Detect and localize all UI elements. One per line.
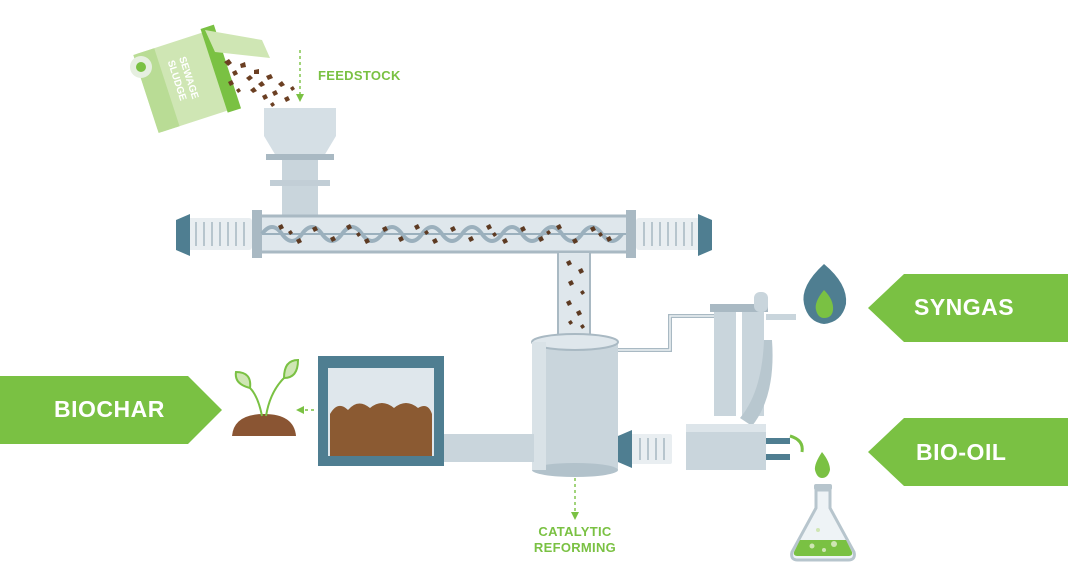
reactor-vessel: [531, 333, 619, 477]
char-transfer-pipe: [440, 434, 534, 462]
plant-sprout-icon: [232, 358, 300, 436]
syngas-label: SYNGAS: [914, 294, 1015, 320]
condenser-column: [686, 292, 804, 470]
screw-conveyor: [252, 210, 636, 258]
feedstock-arrow: [296, 50, 304, 102]
flask-icon: [790, 484, 856, 562]
catalytic-reforming-label: CATALYTIC REFORMING: [518, 524, 632, 556]
feed-hopper: [264, 108, 336, 218]
syngas-banner: [868, 274, 1068, 342]
biochar-label: BIOCHAR: [54, 396, 165, 422]
biochar-box: [318, 356, 444, 466]
drop-tube: [557, 251, 591, 339]
catalytic-label-line2: REFORMING: [533, 540, 617, 555]
catalytic-reforming-arrow: [571, 478, 579, 520]
conveyor-biomass: [278, 224, 612, 244]
left-motor: [176, 214, 252, 256]
right-motor: [636, 214, 712, 256]
falling-sludge-particles: [224, 59, 295, 107]
sewage-sludge-bag: SEWAGE SLUDGE: [130, 24, 270, 133]
catalytic-label-line1: CATALYTIC: [538, 524, 612, 539]
syngas-flame-icon: [803, 264, 847, 324]
bio-oil-banner: [868, 418, 1068, 486]
reactor-motor: [618, 430, 672, 468]
biochar-arrow: [296, 406, 314, 414]
feedstock-label: FEEDSTOCK: [318, 68, 401, 83]
bio-oil-droplet-icon: [814, 452, 830, 478]
bio-oil-label: BIO-OIL: [916, 439, 1007, 465]
gas-line: [618, 314, 714, 352]
biochar-banner: [0, 376, 222, 444]
